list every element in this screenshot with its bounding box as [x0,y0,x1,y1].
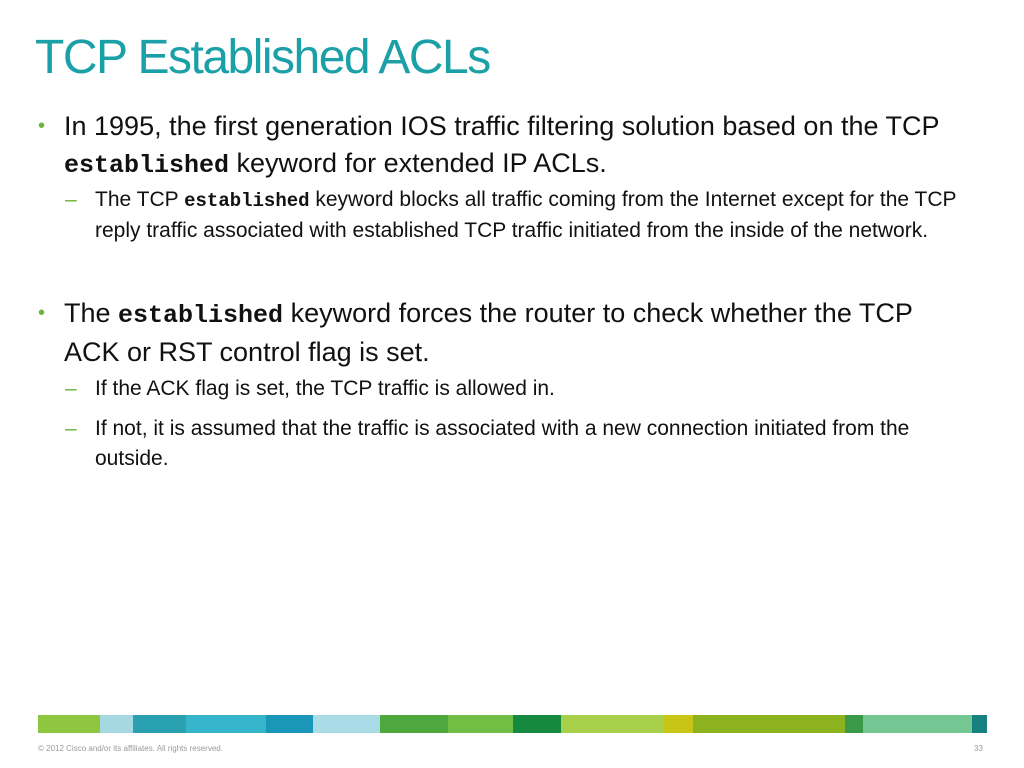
sub-bullet-item: –If the ACK flag is set, the TCP traffic… [65,374,975,404]
color-bar-segment [561,715,664,733]
sub-bullet-item: –The TCP established keyword blocks all … [65,185,975,246]
bullet-dot: • [38,115,46,137]
sub-bullet-dash: – [65,188,77,211]
color-bar-segment [693,715,845,733]
color-bar-segment [186,715,266,733]
bullet-text-pre: In 1995, the first generation IOS traffi… [64,111,940,141]
bullet-dot: • [38,302,46,324]
slide-title: TCP Established ACLs [35,31,491,84]
color-bar-segment [266,715,313,733]
sub-bullet-text-post: keyword blocks all traffic coming from t… [95,188,957,242]
keyword-established: established [118,301,284,330]
bullet-text-pre: The [64,298,119,328]
color-bar-segment [380,715,448,733]
color-bar-segment [664,715,693,733]
sub-bullet-text: If not, it is assumed that the traffic i… [95,417,910,470]
sub-bullet-dash: – [65,417,77,440]
color-bar-segment [972,715,987,733]
color-bar-segment [313,715,380,733]
keyword-established: established [64,151,230,180]
color-bar-segment [100,715,133,733]
color-bar-segment [845,715,863,733]
page-number: 33 [974,744,983,753]
color-bar-segment [133,715,186,733]
copyright-text: © 2012 Cisco and/or its affiliates. All … [38,744,223,753]
keyword-established: established [184,190,310,212]
bullet-text-post: keyword forces the router to check wheth… [64,298,913,367]
color-bar-segment [863,715,972,733]
bullet-item: • The established keyword forces the rout… [38,295,969,371]
sub-bullet-text-pre: The TCP [95,188,185,211]
sub-bullet-item: –If not, it is assumed that the traffic … [65,414,975,474]
color-bar-segment [38,715,100,733]
sub-bullet-text: If the ACK flag is set, the TCP traffic … [95,377,555,400]
bullet-item: • In 1995, the first generation IOS traff… [38,108,969,184]
bullet-text-post: keyword for extended IP ACLs. [229,148,607,178]
sub-bullet-dash: – [65,377,77,400]
footer-color-bar [38,715,987,733]
color-bar-segment [448,715,513,733]
color-bar-segment [513,715,561,733]
